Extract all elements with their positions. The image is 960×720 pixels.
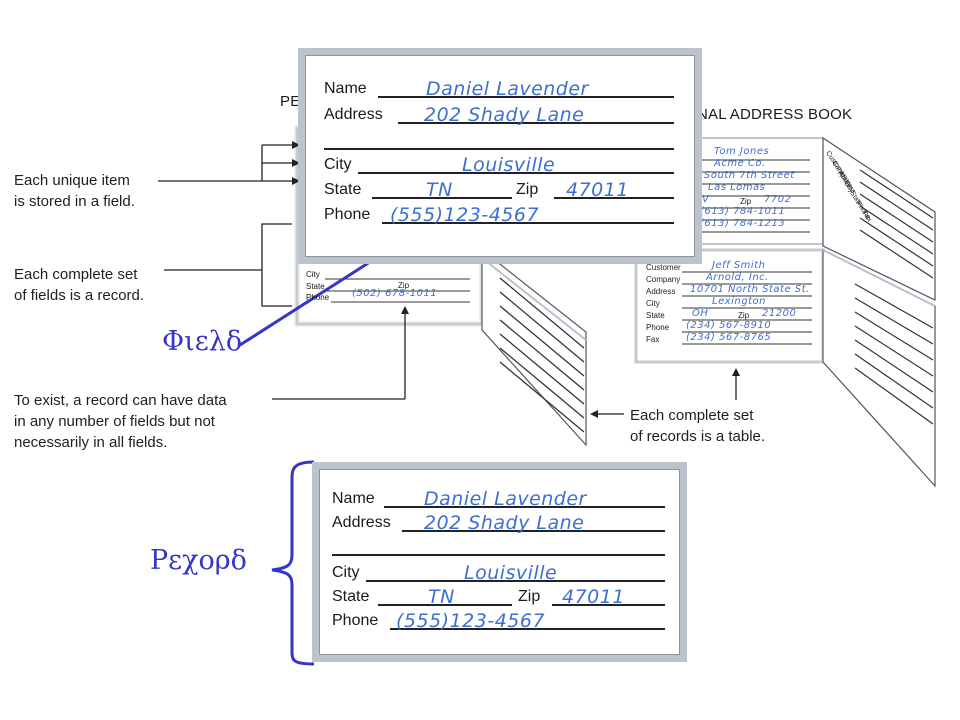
zip-label: Zip — [516, 181, 539, 198]
name-line — [378, 96, 674, 98]
field-value: Lexington — [712, 296, 766, 307]
field-label-greek: Φιελδ — [162, 326, 243, 357]
zip-value: 7702 — [764, 194, 792, 205]
right-book-title: NAL ADDRESS BOOK — [697, 106, 853, 123]
state-line — [372, 197, 512, 199]
phone-line — [382, 222, 674, 224]
field-label: State — [646, 311, 665, 320]
record-label-greek: Ρεχορδ — [150, 545, 247, 576]
name-row: Name Daniel Lavender — [320, 486, 679, 510]
record-card-top: Name Daniel Lavender Address 202 Shady L… — [305, 55, 695, 257]
field-label: Fax — [646, 335, 660, 344]
field-value: Arnold, Inc. — [706, 272, 769, 283]
zip-value: 47011 — [566, 179, 629, 201]
right-book-top-card: Tom Jones Acme Co. South 7th Street Las … — [694, 146, 819, 242]
phone-value: (555)123-4567 — [396, 610, 546, 632]
name-label: Name — [332, 490, 375, 507]
divider-line — [324, 148, 674, 150]
city-value: Las Lomas — [708, 182, 766, 193]
phone-row: Phone (555)123-4567 — [320, 608, 679, 632]
name-row: Name Daniel Lavender — [306, 76, 694, 100]
record-card-bottom: Name Daniel Lavender Address 202 Shady L… — [319, 469, 680, 655]
phone-value: (613) 784-1011 — [700, 206, 786, 217]
address-value: South 7th Street — [704, 170, 795, 181]
field-annotation: Each unique item is stored in a field. — [14, 172, 135, 210]
city-line — [366, 580, 665, 582]
record-annotation: Each complete set of fields is a record. — [14, 266, 145, 304]
address-value: 202 Shady Lane — [424, 512, 585, 534]
field-value: 10701 North State St. — [690, 284, 810, 295]
zip-line — [554, 197, 674, 199]
state-row: State TN Zip 47011 — [306, 177, 694, 201]
state-value: TN — [426, 179, 453, 201]
name-label: Name — [324, 80, 367, 97]
phone-value: (502) 678-1011 — [352, 288, 438, 299]
address-label: Address — [324, 106, 383, 123]
zip-label: Zip — [398, 281, 410, 290]
left-book-card: City State Zip Phone (502) 678-1011 — [306, 268, 476, 318]
address-line — [402, 530, 665, 532]
field-label: Address — [646, 287, 676, 296]
zip-line — [552, 604, 665, 606]
address-value: 202 Shady Lane — [424, 104, 585, 126]
city-line — [358, 172, 674, 174]
field-value: OH — [692, 308, 709, 319]
field-label: City — [646, 299, 660, 308]
city-label: City — [306, 270, 320, 279]
phone-row: Phone (555)123-4567 — [306, 202, 694, 226]
fax-value: (613) 784-1213 — [700, 218, 786, 229]
state-label: State — [306, 282, 325, 291]
address-line — [398, 122, 674, 124]
name-value: Daniel Lavender — [424, 488, 587, 510]
state-label: State — [332, 588, 370, 605]
field-value: (234) 567-8765 — [686, 332, 772, 343]
field-label: Customer — [646, 263, 681, 272]
field-value: Jeff Smith — [712, 260, 766, 271]
name-value: Daniel Lavender — [426, 78, 589, 100]
company-value: Acme Co. — [714, 158, 766, 169]
phone-label: Phone — [324, 206, 371, 223]
name-line — [384, 506, 665, 508]
state-label: State — [324, 181, 362, 198]
state-value: NV — [694, 194, 710, 205]
phone-value: (555)123-4567 — [390, 204, 540, 226]
zip-label: Zip — [738, 311, 750, 320]
phone-line — [390, 628, 665, 630]
city-value: Louisville — [462, 154, 556, 176]
address-label: Address — [332, 514, 391, 531]
state-line — [378, 604, 512, 606]
city-row: City Louisville — [320, 560, 679, 584]
city-row: City Louisville — [306, 152, 694, 176]
exist-annotation: To exist, a record can have data in any … — [14, 392, 227, 451]
city-label: City — [324, 156, 352, 173]
address-row: Address 202 Shady Lane — [306, 102, 694, 126]
table-annotation: Each complete set of records is a table. — [630, 407, 766, 445]
field-label: Phone — [646, 323, 670, 332]
state-row: State TN Zip 47011 — [320, 584, 679, 608]
zip-label: Zip — [518, 588, 541, 605]
customer-value: Tom Jones — [714, 146, 770, 157]
city-value: Louisville — [464, 562, 558, 584]
zip-value: 21200 — [762, 308, 797, 319]
zip-label: Zip — [740, 197, 752, 206]
phone-label: Phone — [332, 612, 379, 629]
state-value: TN — [428, 586, 455, 608]
zip-value: 47011 — [562, 586, 625, 608]
phone-label: Phone — [306, 293, 330, 302]
divider-line — [332, 554, 665, 556]
field-label: Company — [646, 275, 681, 284]
address-row: Address 202 Shady Lane — [320, 510, 679, 534]
left-book-title: PE — [280, 93, 301, 110]
city-label: City — [332, 564, 360, 581]
field-value: (234) 567-8910 — [686, 320, 772, 331]
right-book-bottom-card: Customer Jeff Smith Company Arnold, Inc.… — [646, 258, 818, 358]
